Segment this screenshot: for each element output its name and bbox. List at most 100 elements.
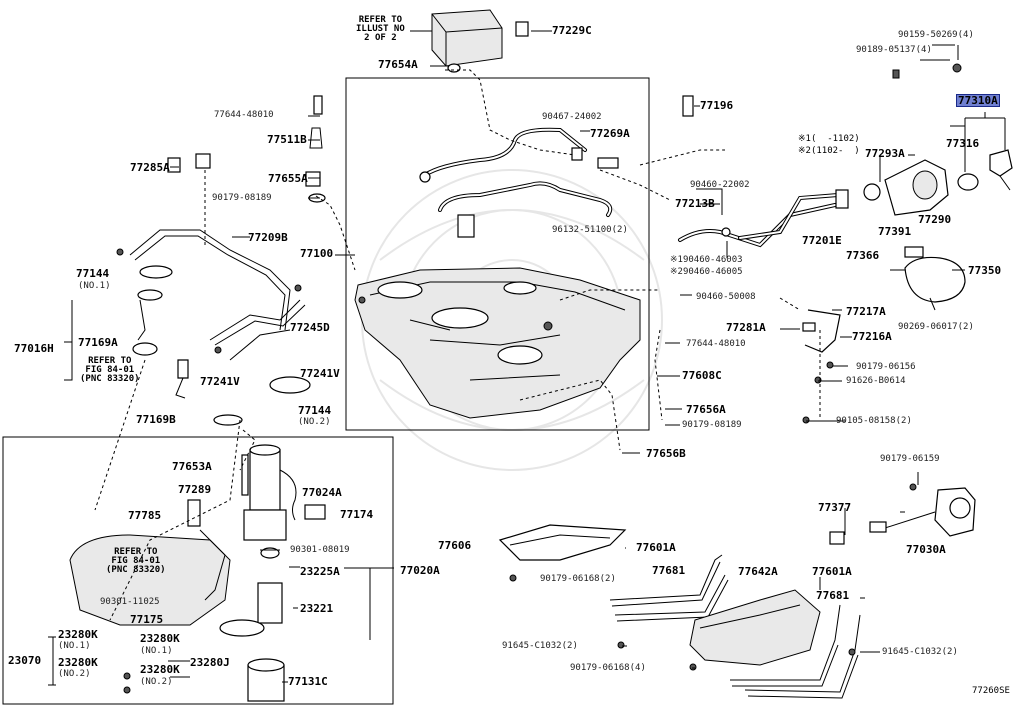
callout-p77209b[interactable]: 77209B	[248, 231, 288, 244]
callout-p77601a-l[interactable]: 77601A	[636, 541, 676, 554]
callout-p77377[interactable]: 77377	[818, 501, 852, 514]
callout-p77606[interactable]: 77606	[438, 539, 472, 552]
callout-ref-fig1: REFER TO FIG 84-01 (PNC 83320)	[80, 356, 140, 384]
callout-p90179c[interactable]: 90179-08189	[682, 420, 742, 430]
callout-p77269a[interactable]: 77269A	[590, 127, 630, 140]
callout-p77391[interactable]: 77391	[878, 225, 912, 238]
callout-p77654a[interactable]: 77654A	[378, 58, 418, 71]
callout-p77653a[interactable]: 77653A	[172, 460, 212, 473]
callout-p77213b[interactable]: 77213B	[675, 197, 715, 210]
callout-ref-illust: REFER TO ILLUST NO 2 OF 2	[356, 15, 405, 43]
callout-p23221[interactable]: 23221	[300, 602, 334, 615]
callout-p77175[interactable]: 77175	[130, 613, 164, 626]
callout-p77281a[interactable]: 77281A	[726, 321, 766, 334]
tank-vent-tubes	[419, 127, 619, 238]
callout-p77144a-no[interactable]: (NO.1)	[78, 281, 111, 291]
callout-p90179e[interactable]: 90179-06168(2)	[540, 574, 616, 584]
callout-p77217a[interactable]: 77217A	[846, 305, 886, 318]
callout-p23280j[interactable]: 23280J	[190, 656, 230, 669]
callout-p77285a[interactable]: 77285A	[130, 161, 170, 174]
callout-p77289[interactable]: 77289	[178, 483, 212, 496]
protector-77642A	[689, 589, 821, 666]
callout-p77131c[interactable]: 77131C	[288, 675, 328, 688]
callout-p90159[interactable]: 90159-50269(4)	[898, 30, 974, 40]
callout-p23280k-3[interactable]: 23280K	[58, 656, 98, 669]
canister-top	[431, 9, 529, 73]
callout-p23280k-4no[interactable]: (NO.2)	[140, 677, 173, 687]
callout-p23280k-1[interactable]: 23280K	[58, 628, 98, 641]
callout-p77785[interactable]: 77785	[128, 509, 162, 522]
lock-ring-77144	[132, 265, 311, 426]
callout-p77656b[interactable]: 77656B	[646, 447, 686, 460]
callout-p77196[interactable]: 77196	[700, 99, 734, 112]
callout-p77644a[interactable]: 77644-48010	[214, 110, 274, 120]
callout-p77169a[interactable]: 77169A	[78, 336, 118, 349]
callout-p77511b[interactable]: 77511B	[267, 133, 307, 146]
callout-p77216a[interactable]: 77216A	[852, 330, 892, 343]
callout-p23225a[interactable]: 23225A	[300, 565, 340, 578]
callout-p77681-l[interactable]: 77681	[652, 564, 686, 577]
callout-p23280k-1no[interactable]: (NO.1)	[58, 641, 91, 651]
callout-ref-fig2: REFER TO FIG 84-01 (PNC 83320)	[106, 547, 166, 575]
callout-p91626[interactable]: 91626-B0614	[846, 376, 906, 386]
callout-p77144b-no[interactable]: (NO.2)	[298, 417, 331, 427]
callout-p77144a[interactable]: 77144	[76, 267, 110, 280]
callout-p23280k-3no[interactable]: (NO.2)	[58, 669, 91, 679]
callout-p77310a[interactable]: 77310A	[956, 94, 1000, 107]
callout-p77290[interactable]: 77290	[918, 213, 952, 226]
callout-p91645-r[interactable]: 91645-C1032(2)	[882, 647, 958, 657]
callout-p90179d[interactable]: 90179-06159	[880, 454, 940, 464]
callout-p77316[interactable]: 77316	[946, 137, 980, 150]
protector-77606	[498, 524, 627, 582]
callout-p77201e[interactable]: 77201E	[802, 234, 842, 247]
callout-p90179f[interactable]: 90179-06168(4)	[570, 663, 646, 673]
callout-p77655a[interactable]: 77655A	[268, 172, 308, 185]
callout-p77245d[interactable]: 77245D	[290, 321, 330, 334]
callout-p96132[interactable]: 96132-51100(2)	[552, 225, 628, 235]
callout-p290460[interactable]: ※290460-46005	[670, 267, 743, 277]
callout-p77229c[interactable]: 77229C	[552, 24, 592, 37]
callout-p90189[interactable]: 90189-05137(4)	[856, 45, 932, 55]
callout-p90269[interactable]: 90269-06017(2)	[898, 322, 974, 332]
callout-p90467[interactable]: 90467-24002	[542, 112, 602, 122]
callout-p77174[interactable]: 77174	[340, 508, 374, 521]
callout-p77016h[interactable]: 77016H	[14, 342, 54, 355]
filler-pipe-77201E	[678, 189, 849, 248]
callout-p77144b[interactable]: 77144	[298, 404, 332, 417]
callout-p23280k-4[interactable]: 23280K	[140, 663, 180, 676]
callout-p23280k-2[interactable]: 23280K	[140, 632, 180, 645]
callout-p77169b[interactable]: 77169B	[136, 413, 176, 426]
callout-p90179a[interactable]: 90179-08189	[212, 193, 272, 203]
callout-p77681-r[interactable]: 77681	[816, 589, 850, 602]
callout-note2: ※2(1102- )	[798, 146, 860, 156]
callout-p77608c[interactable]: 77608C	[682, 369, 722, 382]
callout-p90105[interactable]: 90105-08158(2)	[836, 416, 912, 426]
callout-p190460[interactable]: ※190460-46003	[670, 255, 743, 265]
canister-77030A	[829, 483, 976, 545]
callout-p77366[interactable]: 77366	[846, 249, 880, 262]
callout-p77656a[interactable]: 77656A	[686, 403, 726, 416]
fuel-line-77209B	[116, 229, 306, 361]
callout-p77293a[interactable]: 77293A	[865, 147, 905, 160]
callout-p77644b[interactable]: 77644-48010	[686, 339, 746, 349]
callout-p91645-l[interactable]: 91645-C1032(2)	[502, 641, 578, 651]
callout-p90460b[interactable]: 90460-50008	[696, 292, 756, 302]
callout-p90301b[interactable]: 90301-11025	[100, 597, 160, 607]
callout-p77642a[interactable]: 77642A	[738, 565, 778, 578]
pump-assembly	[69, 429, 326, 702]
callout-p77350[interactable]: 77350	[968, 264, 1002, 277]
callout-p90301a[interactable]: 90301-08019	[290, 545, 350, 555]
callout-p77030a[interactable]: 77030A	[906, 543, 946, 556]
callout-p90179b[interactable]: 90179-06156	[856, 362, 916, 372]
callout-p77100[interactable]: 77100	[300, 247, 334, 260]
callout-p23280k-2no[interactable]: (NO.1)	[140, 646, 173, 656]
callout-p23070[interactable]: 23070	[8, 654, 42, 667]
callout-p90460a[interactable]: 90460-22002	[690, 180, 750, 190]
callout-p77020a[interactable]: 77020A	[400, 564, 440, 577]
callout-p77024a[interactable]: 77024A	[302, 486, 342, 499]
callout-p77241v-l[interactable]: 77241V	[200, 375, 240, 388]
callout-p77601a-r[interactable]: 77601A	[812, 565, 852, 578]
callout-p77241v-r[interactable]: 77241V	[300, 367, 340, 380]
